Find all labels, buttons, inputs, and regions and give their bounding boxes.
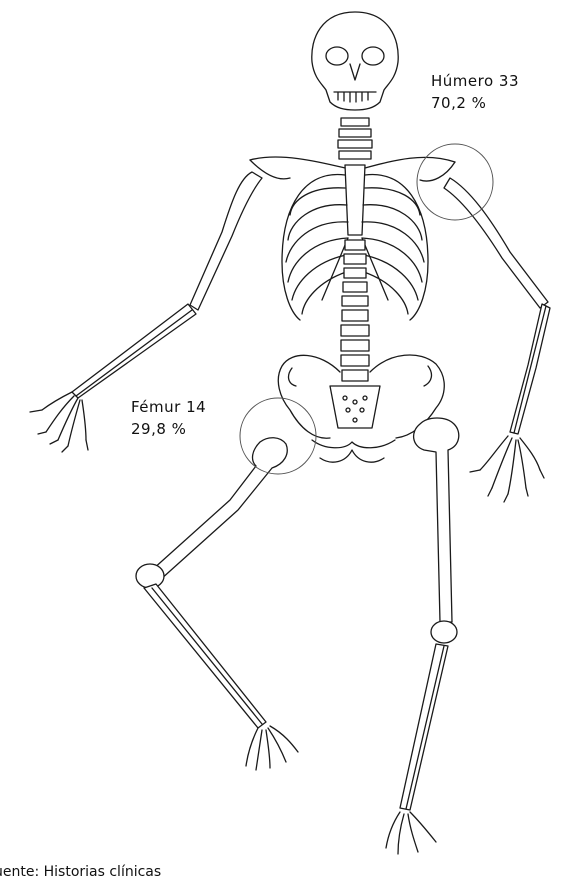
humerus-label: Húmero 33 70,2 % [431,70,519,114]
spine [341,240,369,381]
cervical-spine [338,118,372,159]
humerus-count: Húmero 33 [431,70,519,92]
femur-label: Fémur 14 29,8 % [131,396,206,440]
leg-right [386,418,459,854]
source-footnote: uente: Historias clínicas [0,864,161,880]
leg-left [136,438,298,770]
arm-right [444,178,550,502]
humerus-percent: 70,2 % [431,92,519,114]
femur-count: Fémur 14 [131,396,206,418]
femur-percent: 29,8 % [131,418,206,440]
skull [312,12,398,110]
